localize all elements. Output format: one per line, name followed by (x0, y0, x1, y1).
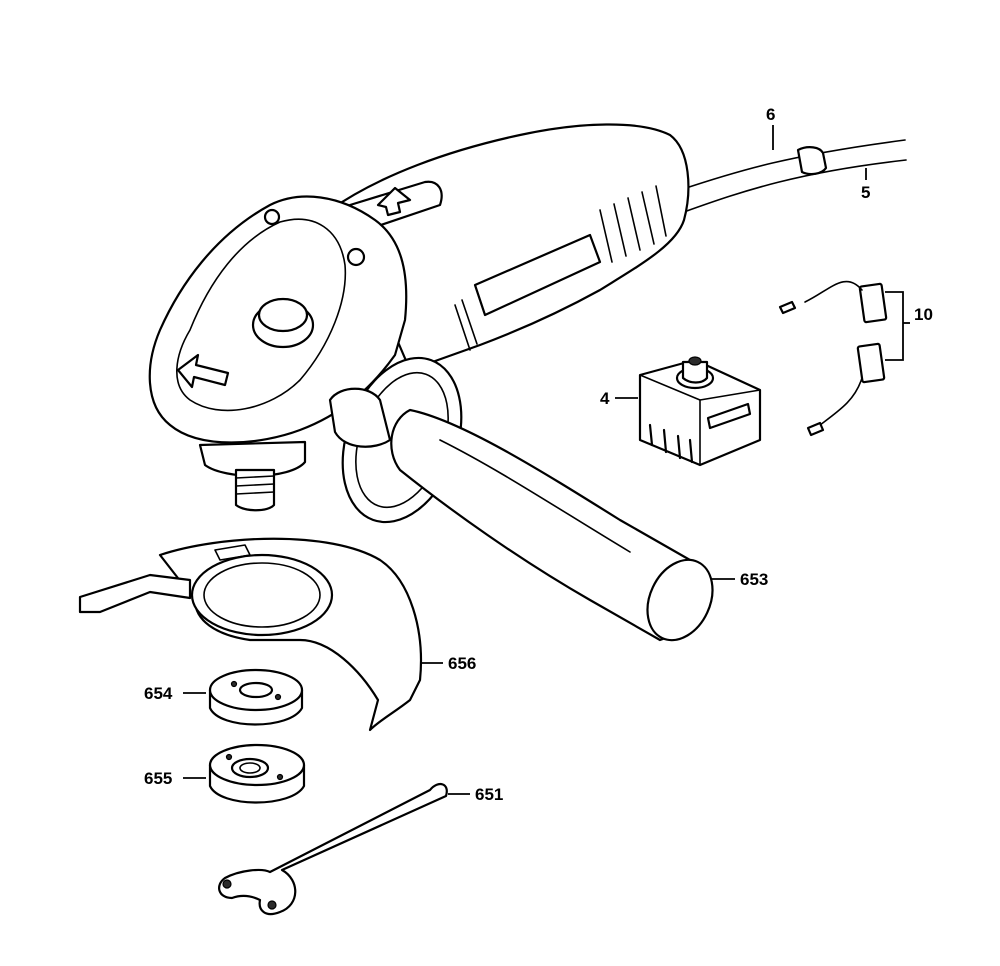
callout-6: 6 (766, 105, 775, 124)
callout-654: 654 (144, 684, 173, 703)
callout-5: 5 (861, 183, 870, 202)
wheel-guard (78, 537, 422, 732)
two-pin-spanner (218, 782, 448, 916)
motor-housing (328, 123, 690, 372)
mounting-flange (208, 743, 306, 804)
gear-head (148, 195, 408, 512)
callout-4: 4 (600, 389, 610, 408)
auxiliary-handle (328, 356, 714, 642)
power-cord (679, 139, 907, 213)
carbon-brush-set (778, 280, 888, 437)
callout-653: 653 (740, 570, 768, 589)
callout-655: 655 (144, 769, 172, 788)
callout-651: 651 (475, 785, 503, 804)
clamping-nut (208, 668, 304, 726)
switch-part (638, 356, 762, 467)
leader-lines (183, 125, 910, 795)
callout-656: 656 (448, 654, 476, 673)
callout-10: 10 (914, 305, 933, 324)
